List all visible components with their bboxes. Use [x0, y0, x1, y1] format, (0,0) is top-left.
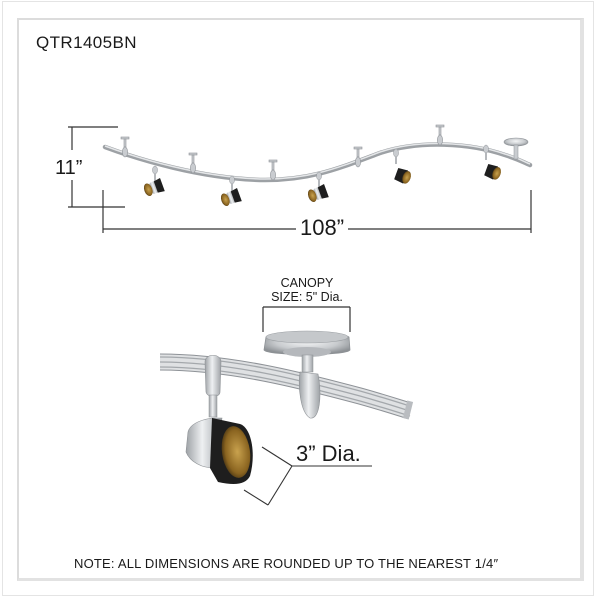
- drawing-frame: [17, 18, 584, 581]
- width-label: 108”: [296, 215, 349, 241]
- standoff: [353, 146, 363, 168]
- canopy-size-label: CANOPY SIZE: 5" Dia.: [262, 276, 352, 304]
- fixture-heads: [143, 144, 501, 206]
- model-number: QTR1405BN: [36, 33, 137, 52]
- height-label: 11”: [55, 157, 83, 179]
- fixture-head: [307, 171, 329, 202]
- canopy-label-line2: SIZE: 5" Dia.: [271, 290, 343, 304]
- dimensions-note: NOTE: ALL DIMENSIONS ARE ROUNDED UP TO T…: [74, 556, 499, 571]
- small-canopy: [503, 137, 529, 160]
- fixture-head: [393, 148, 411, 184]
- page-border: [2, 1, 594, 596]
- standoff: [120, 136, 130, 158]
- shade-diameter-label: 3” Dia.: [296, 441, 361, 466]
- standoff: [188, 152, 198, 174]
- standoff: [268, 159, 278, 181]
- canopy-dimension: [262, 306, 351, 332]
- height-dimension: [68, 126, 125, 208]
- shade-dimension: [243, 446, 372, 506]
- standoff: [435, 124, 445, 146]
- canopy-label-line1: CANOPY: [280, 276, 334, 290]
- fixture-head: [483, 144, 501, 180]
- fixture-head: [143, 165, 165, 196]
- detail-fixture-head: [185, 354, 253, 484]
- detail-rail: [159, 353, 414, 420]
- fixture-head: [220, 175, 242, 206]
- detail-canopy: [263, 330, 351, 419]
- track-rail: [102, 142, 533, 183]
- rail-standoffs: [120, 124, 445, 181]
